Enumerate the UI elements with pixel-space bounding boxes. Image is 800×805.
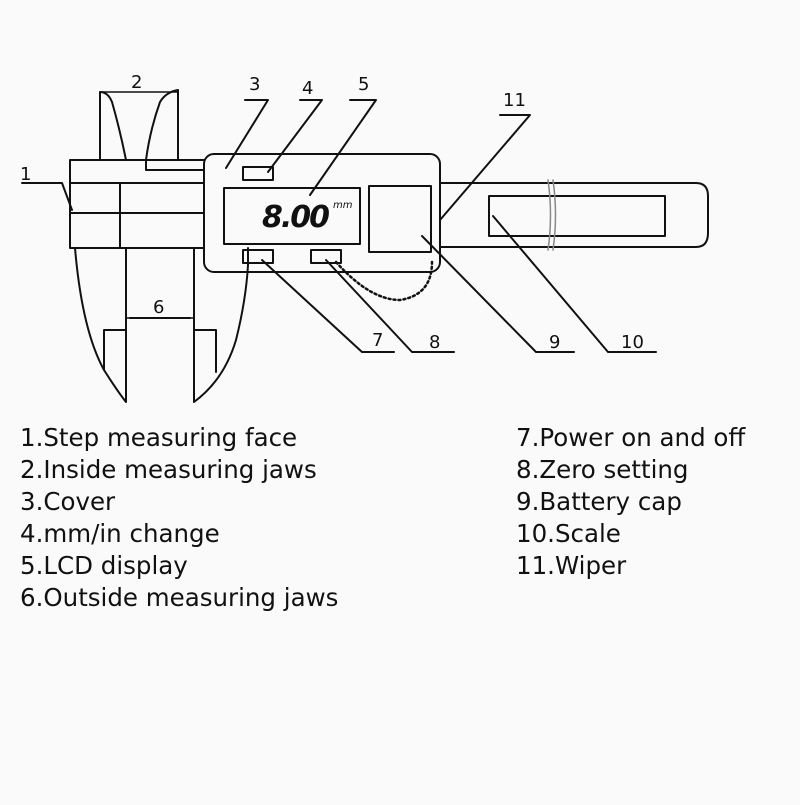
zero-button <box>310 249 342 264</box>
callout-6: 6 <box>153 297 164 318</box>
legend-item-inside-jaws: 2.Inside measuring jaws <box>20 455 317 484</box>
lcd-housing <box>203 153 441 273</box>
caliper-beam <box>439 182 709 248</box>
outside-jaw-right <box>193 247 249 403</box>
leader-3 <box>225 99 269 169</box>
leader-9 <box>421 235 575 353</box>
callout-4: 4 <box>302 78 313 99</box>
lcd-unit: mm <box>333 200 353 211</box>
battery-cap <box>368 185 432 253</box>
legend-left: 1.Step measuring face 2.Inside measuring… <box>20 422 338 614</box>
leader-11 <box>439 114 531 221</box>
legend-item-battery-cap: 9.Battery cap <box>516 487 682 516</box>
legend-item-zero-setting: 8.Zero setting <box>516 455 689 484</box>
leader-10 <box>492 215 657 353</box>
callout-3: 3 <box>249 74 260 95</box>
beam-break <box>547 179 552 251</box>
legend-item-mm-in-change: 4.mm/in change <box>20 519 220 548</box>
chain <box>334 260 434 302</box>
callout-5: 5 <box>358 74 369 95</box>
legend-item-step-face: 1.Step measuring face <box>20 423 298 452</box>
legend-item-outside-jaws: 6.Outside measuring jaws <box>20 583 339 612</box>
lcd-screen <box>223 187 361 245</box>
legend-item-scale: 10.Scale <box>516 519 621 548</box>
caliper-body <box>69 159 205 249</box>
power-button <box>242 249 274 264</box>
legend-right: 7.Power on and off 8.Zero setting 9.Batt… <box>516 422 745 582</box>
callout-10: 10 <box>621 332 644 353</box>
leader-1 <box>21 182 73 211</box>
inside-jaw-left <box>99 91 127 161</box>
legend-item-lcd-display: 5.LCD display <box>20 551 188 580</box>
callout-7: 7 <box>372 330 383 351</box>
leader-7 <box>261 259 395 353</box>
leader-4 <box>267 99 323 173</box>
lcd-reading: 8.00 <box>262 200 329 235</box>
callout-8: 8 <box>429 332 440 353</box>
scale-window <box>488 195 666 237</box>
callout-2: 2 <box>131 72 142 93</box>
callout-1: 1 <box>20 164 31 185</box>
inside-jaw-right <box>145 89 205 171</box>
callout-9: 9 <box>549 332 560 353</box>
legend-item-cover: 3.Cover <box>20 487 116 516</box>
leader-5 <box>309 99 377 196</box>
callout-11: 11 <box>503 90 526 111</box>
legend-item-wiper: 11.Wiper <box>516 551 627 580</box>
mm-in-button <box>242 166 274 181</box>
leader-8 <box>325 259 455 353</box>
outside-jaw-left <box>74 247 127 403</box>
legend-item-power: 7.Power on and off <box>516 423 746 452</box>
